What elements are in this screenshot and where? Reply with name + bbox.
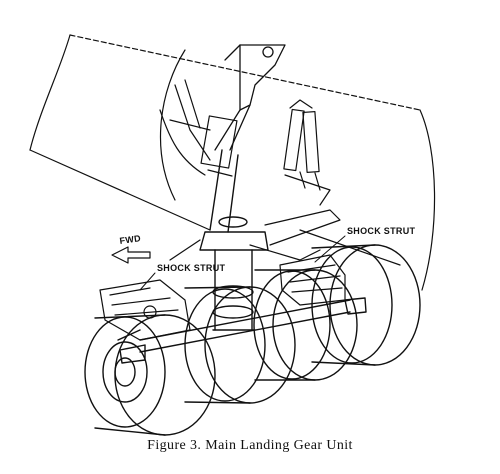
wheel-front-left [84, 314, 216, 436]
side-brace-left [169, 79, 238, 177]
shock-strut-label-right: SHOCK STRUT [347, 226, 416, 236]
wheel-rear-right [311, 244, 421, 366]
drag-strut [169, 209, 341, 261]
brake-assembly-left [99, 279, 191, 341]
brake-assembly-right [279, 254, 346, 306]
shock-strut-label-left: SHOCK STRUT [157, 263, 226, 273]
fwd-arrow: FWD [111, 233, 151, 264]
trunnion-fitting [214, 44, 286, 151]
actuator-right [283, 99, 331, 206]
wing-structure [29, 34, 436, 291]
figure-caption: Figure 3. Main Landing Gear Unit [147, 438, 353, 453]
fwd-label: FWD [119, 233, 142, 246]
main-strut [199, 149, 269, 331]
wheel-front-right [184, 286, 296, 404]
label-leaders [139, 235, 346, 291]
